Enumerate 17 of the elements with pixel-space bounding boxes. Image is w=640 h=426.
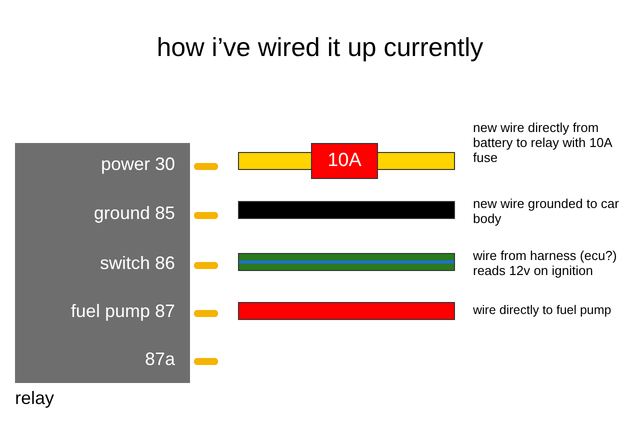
pin-label: ground 85: [94, 203, 175, 224]
wire-note: wire from harness (ecu?) reads 12v on ignition: [473, 248, 618, 278]
pin-label: fuel pump 87: [70, 301, 175, 322]
wire-bar: [238, 253, 455, 271]
wire-bar: [377, 152, 455, 170]
wire-note: new wire directly from battery to relay with 10A fuse: [473, 120, 614, 165]
pin-label: power 30: [100, 154, 175, 175]
wire-note: new wire grounded to car body: [473, 196, 620, 226]
wire-bar: [238, 152, 312, 170]
relay-label: relay: [15, 388, 54, 409]
pin-label: switch 86: [100, 253, 175, 274]
pin-label: 87a: [144, 349, 175, 370]
title: how i’ve wired it up currently: [156, 32, 484, 63]
wire-bar: [238, 302, 455, 320]
wire-bar: [238, 201, 455, 219]
fuse-box: 10A: [311, 143, 378, 179]
wire-note: wire directly to fuel pump: [473, 303, 612, 318]
